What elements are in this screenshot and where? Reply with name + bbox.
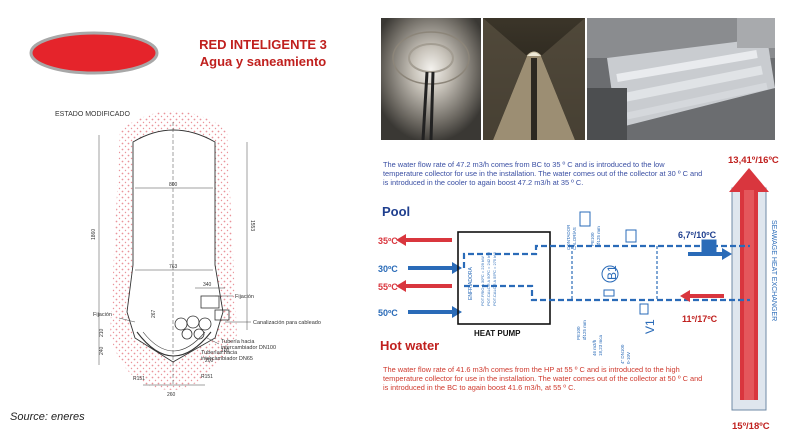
temp-11-17: 11º/17ºC bbox=[682, 314, 718, 324]
sewer-invert bbox=[136, 331, 212, 357]
label-pe125a: Ø125 mm bbox=[596, 226, 601, 246]
label-tuberia-hacia-1: Tubería hacia bbox=[221, 339, 255, 345]
drawing-title: ESTADO MODIFICADO bbox=[55, 111, 130, 118]
temp-35: 35ºC bbox=[378, 236, 398, 246]
label-enfriadora: ENFRIADORA bbox=[468, 267, 474, 300]
dim-763: 763 bbox=[169, 264, 178, 270]
paragraph-bottom: The water flow rate of 41.6 m3/h comes f… bbox=[383, 365, 703, 393]
title-line-1: RED INTELIGENTE 3 bbox=[199, 37, 327, 52]
label-v010: 0-10V bbox=[626, 352, 631, 364]
exchanger-label: SEAWAGE HEAT EXCHANGER bbox=[770, 220, 777, 321]
source-note: Source: eneres bbox=[10, 411, 85, 423]
label-calorias: CALORÍAS bbox=[571, 227, 577, 250]
temp-55: 55ºC bbox=[378, 282, 398, 292]
dim-r151b: R151 bbox=[201, 374, 213, 380]
cold-circuit bbox=[462, 244, 750, 268]
title-line-2: Agua y saneamiento bbox=[199, 54, 327, 69]
label-pe100b: PE100 bbox=[576, 326, 581, 340]
dim-240: 240 bbox=[99, 346, 105, 355]
label-v1: V1 bbox=[643, 319, 657, 334]
dim-200: 200 bbox=[205, 358, 214, 364]
label-flow2: 18,23 mca bbox=[598, 334, 603, 356]
heat-exchanger-photo bbox=[587, 18, 775, 140]
label-dn100: 4" DN100 bbox=[620, 344, 625, 364]
temp-13-41-16: 13,41º/16ºC bbox=[728, 155, 779, 166]
exchanger-pipes bbox=[174, 295, 230, 340]
left-arrows bbox=[396, 234, 462, 318]
heat-pump-scheme: SEAWAGE HEAT EXCHANGER 13,41º/16ºC 15º/1… bbox=[378, 155, 779, 432]
hot-circuit bbox=[464, 284, 750, 302]
title-block: RED INTELIGENTE 3 Agua y saneamiento bbox=[178, 36, 348, 71]
label-tuberia-hacia-2: intercambiador DN100 bbox=[221, 345, 276, 351]
label-pot2: POT.CALOR A 50ºC = 242 kW bbox=[486, 252, 491, 306]
label-canalizacion: Canalización para cableado bbox=[253, 320, 321, 326]
label-tuberias-2: intercambiador DN65 bbox=[201, 356, 253, 362]
pipe-equipment bbox=[579, 211, 717, 315]
label-fijacion-right: Fijación bbox=[235, 294, 254, 300]
temp-6-7-10: 6,7º/10ºC bbox=[678, 230, 717, 240]
sewer-tunnel-photo bbox=[483, 18, 585, 140]
sewer-section-outline bbox=[126, 129, 224, 363]
cross-section-drawing: ESTADO MODIFICADO 800 763 340 1553 1860 … bbox=[55, 111, 321, 398]
dim-267: 267 bbox=[151, 309, 157, 318]
label-pot3: POT.CALOR A 55ºC = 275 kW bbox=[492, 252, 497, 306]
dim-100: 100 bbox=[221, 348, 230, 354]
label-fijacion-left: Fijación bbox=[93, 312, 112, 318]
dim-1860: 1860 bbox=[91, 229, 97, 240]
heat-pump-label: HEAT PUMP bbox=[474, 329, 521, 338]
temp-15-18: 15º/18ºC bbox=[732, 421, 770, 432]
dim-340: 340 bbox=[203, 282, 212, 288]
heat-pump-box bbox=[457, 231, 551, 325]
label-flow: 46 m3/h bbox=[592, 339, 597, 356]
label-tuberias-1: Tuberías hacia bbox=[201, 350, 238, 356]
label-contador: CONTADOR bbox=[566, 224, 571, 250]
temp-30: 30ºC bbox=[378, 264, 398, 274]
label-pe100a: PE100 bbox=[590, 232, 595, 246]
paragraph-top: The water flow rate of 47.2 m3/h comes f… bbox=[383, 160, 703, 188]
sewer-shaft-photo bbox=[381, 18, 481, 140]
dim-r151a: R151 bbox=[133, 376, 145, 382]
dim-260: 260 bbox=[167, 392, 176, 398]
label-pe125b: Ø125 mm bbox=[582, 320, 587, 340]
pool-label: Pool bbox=[382, 204, 410, 219]
dim-800: 800 bbox=[169, 182, 178, 188]
dim-210: 210 bbox=[99, 328, 105, 337]
label-pot1: POT.FRIO A 30ºC = 229 kW bbox=[480, 256, 485, 306]
exchanger-arrows bbox=[680, 248, 732, 302]
logo-oval bbox=[29, 31, 159, 75]
temp-50: 50ºC bbox=[378, 308, 398, 318]
label-b1: B1 bbox=[605, 265, 619, 280]
hot-water-label: Hot water bbox=[380, 338, 439, 353]
dim-1553: 1553 bbox=[249, 220, 255, 231]
